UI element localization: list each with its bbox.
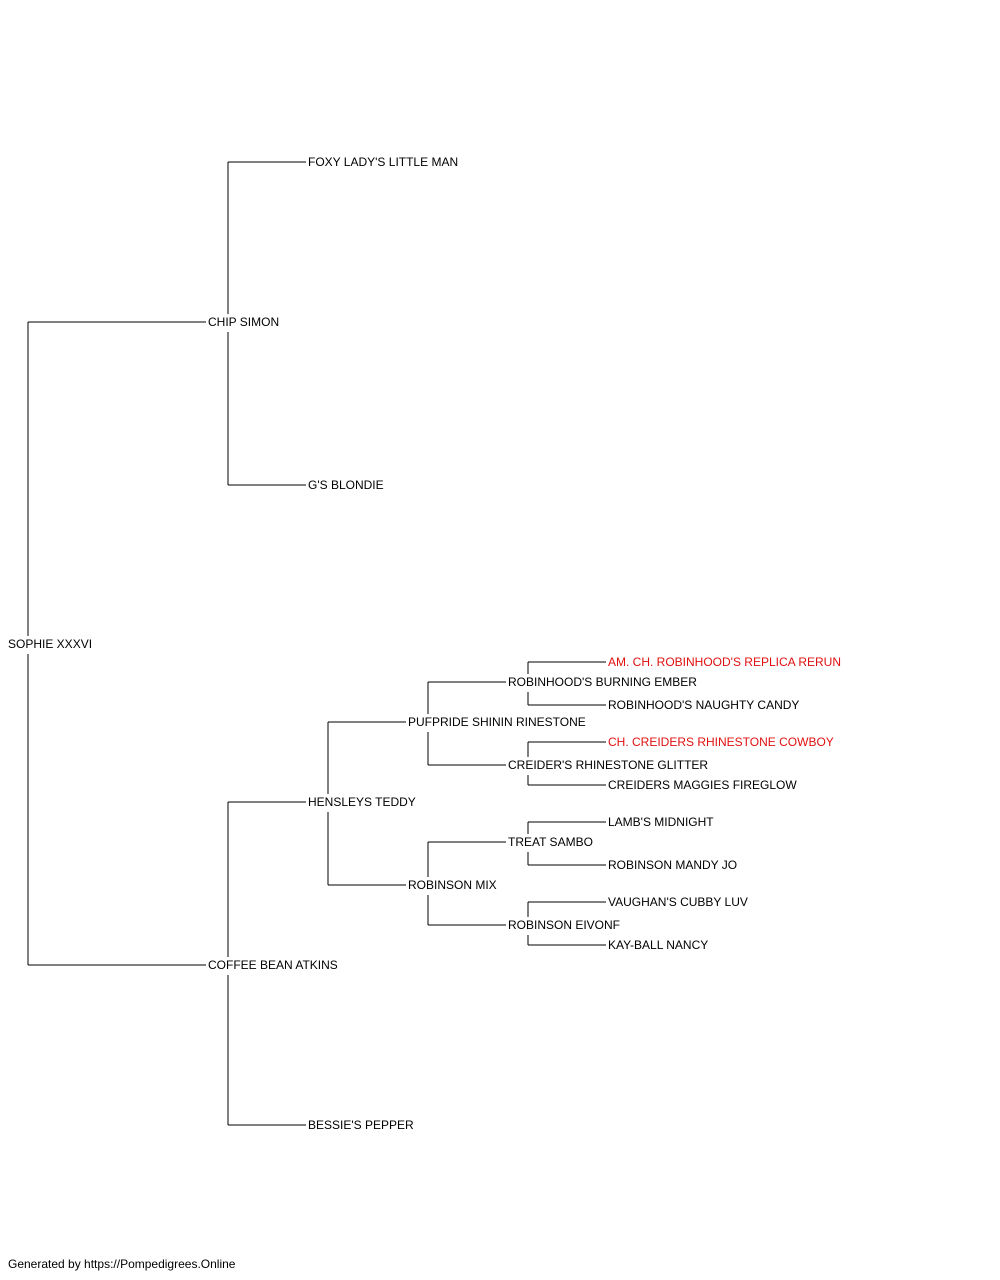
pedigree-node-robinson-mandy-jo: ROBINSON MANDY JO bbox=[608, 858, 737, 872]
pedigree-node-foxy-lady-s-little-man: FOXY LADY'S LITTLE MAN bbox=[308, 155, 458, 169]
pedigree-node-bessie-s-pepper: BESSIE'S PEPPER bbox=[308, 1118, 414, 1132]
pedigree-node-kay-ball-nancy: KAY-BALL NANCY bbox=[608, 938, 708, 952]
pedigree-node-treat-sambo: TREAT SAMBO bbox=[508, 835, 593, 849]
pedigree-node-chip-simon: CHIP SIMON bbox=[208, 315, 279, 329]
pedigree-node-creider-s-rhinestone-glitter: CREIDER'S RHINESTONE GLITTER bbox=[508, 758, 708, 772]
pedigree-node-creiders-maggies-fireglow: CREIDERS MAGGIES FIREGLOW bbox=[608, 778, 797, 792]
pedigree-node-am-ch-robinhood-s-replica-rerun: AM. CH. ROBINHOOD'S REPLICA RERUN bbox=[608, 655, 841, 669]
pedigree-node-robinhood-s-naughty-candy: ROBINHOOD'S NAUGHTY CANDY bbox=[608, 698, 799, 712]
pedigree-node-robinson-eivonf: ROBINSON EIVONF bbox=[508, 918, 620, 932]
pedigree-node-hensleys-teddy: HENSLEYS TEDDY bbox=[308, 795, 416, 809]
pedigree-node-robinson-mix: ROBINSON MIX bbox=[408, 878, 497, 892]
pedigree-node-robinhood-s-burning-ember: ROBINHOOD'S BURNING EMBER bbox=[508, 675, 697, 689]
pedigree-node-sophie-xxxvi: SOPHIE XXXVI bbox=[8, 637, 92, 651]
pedigree-node-coffee-bean-atkins: COFFEE BEAN ATKINS bbox=[208, 958, 338, 972]
pedigree-node-vaughan-s-cubby-luv: VAUGHAN'S CUBBY LUV bbox=[608, 895, 748, 909]
pedigree-node-ch-creiders-rhinestone-cowboy: CH. CREIDERS RHINESTONE COWBOY bbox=[608, 735, 834, 749]
footer-credit: Generated by https://Pompedigrees.Online bbox=[8, 1257, 236, 1271]
pedigree-node-g-s-blondie: G'S BLONDIE bbox=[308, 478, 384, 492]
pedigree-node-pufpride-shinin-rinestone: PUFPRIDE SHININ RINESTONE bbox=[408, 715, 586, 729]
pedigree-node-lamb-s-midnight: LAMB'S MIDNIGHT bbox=[608, 815, 714, 829]
